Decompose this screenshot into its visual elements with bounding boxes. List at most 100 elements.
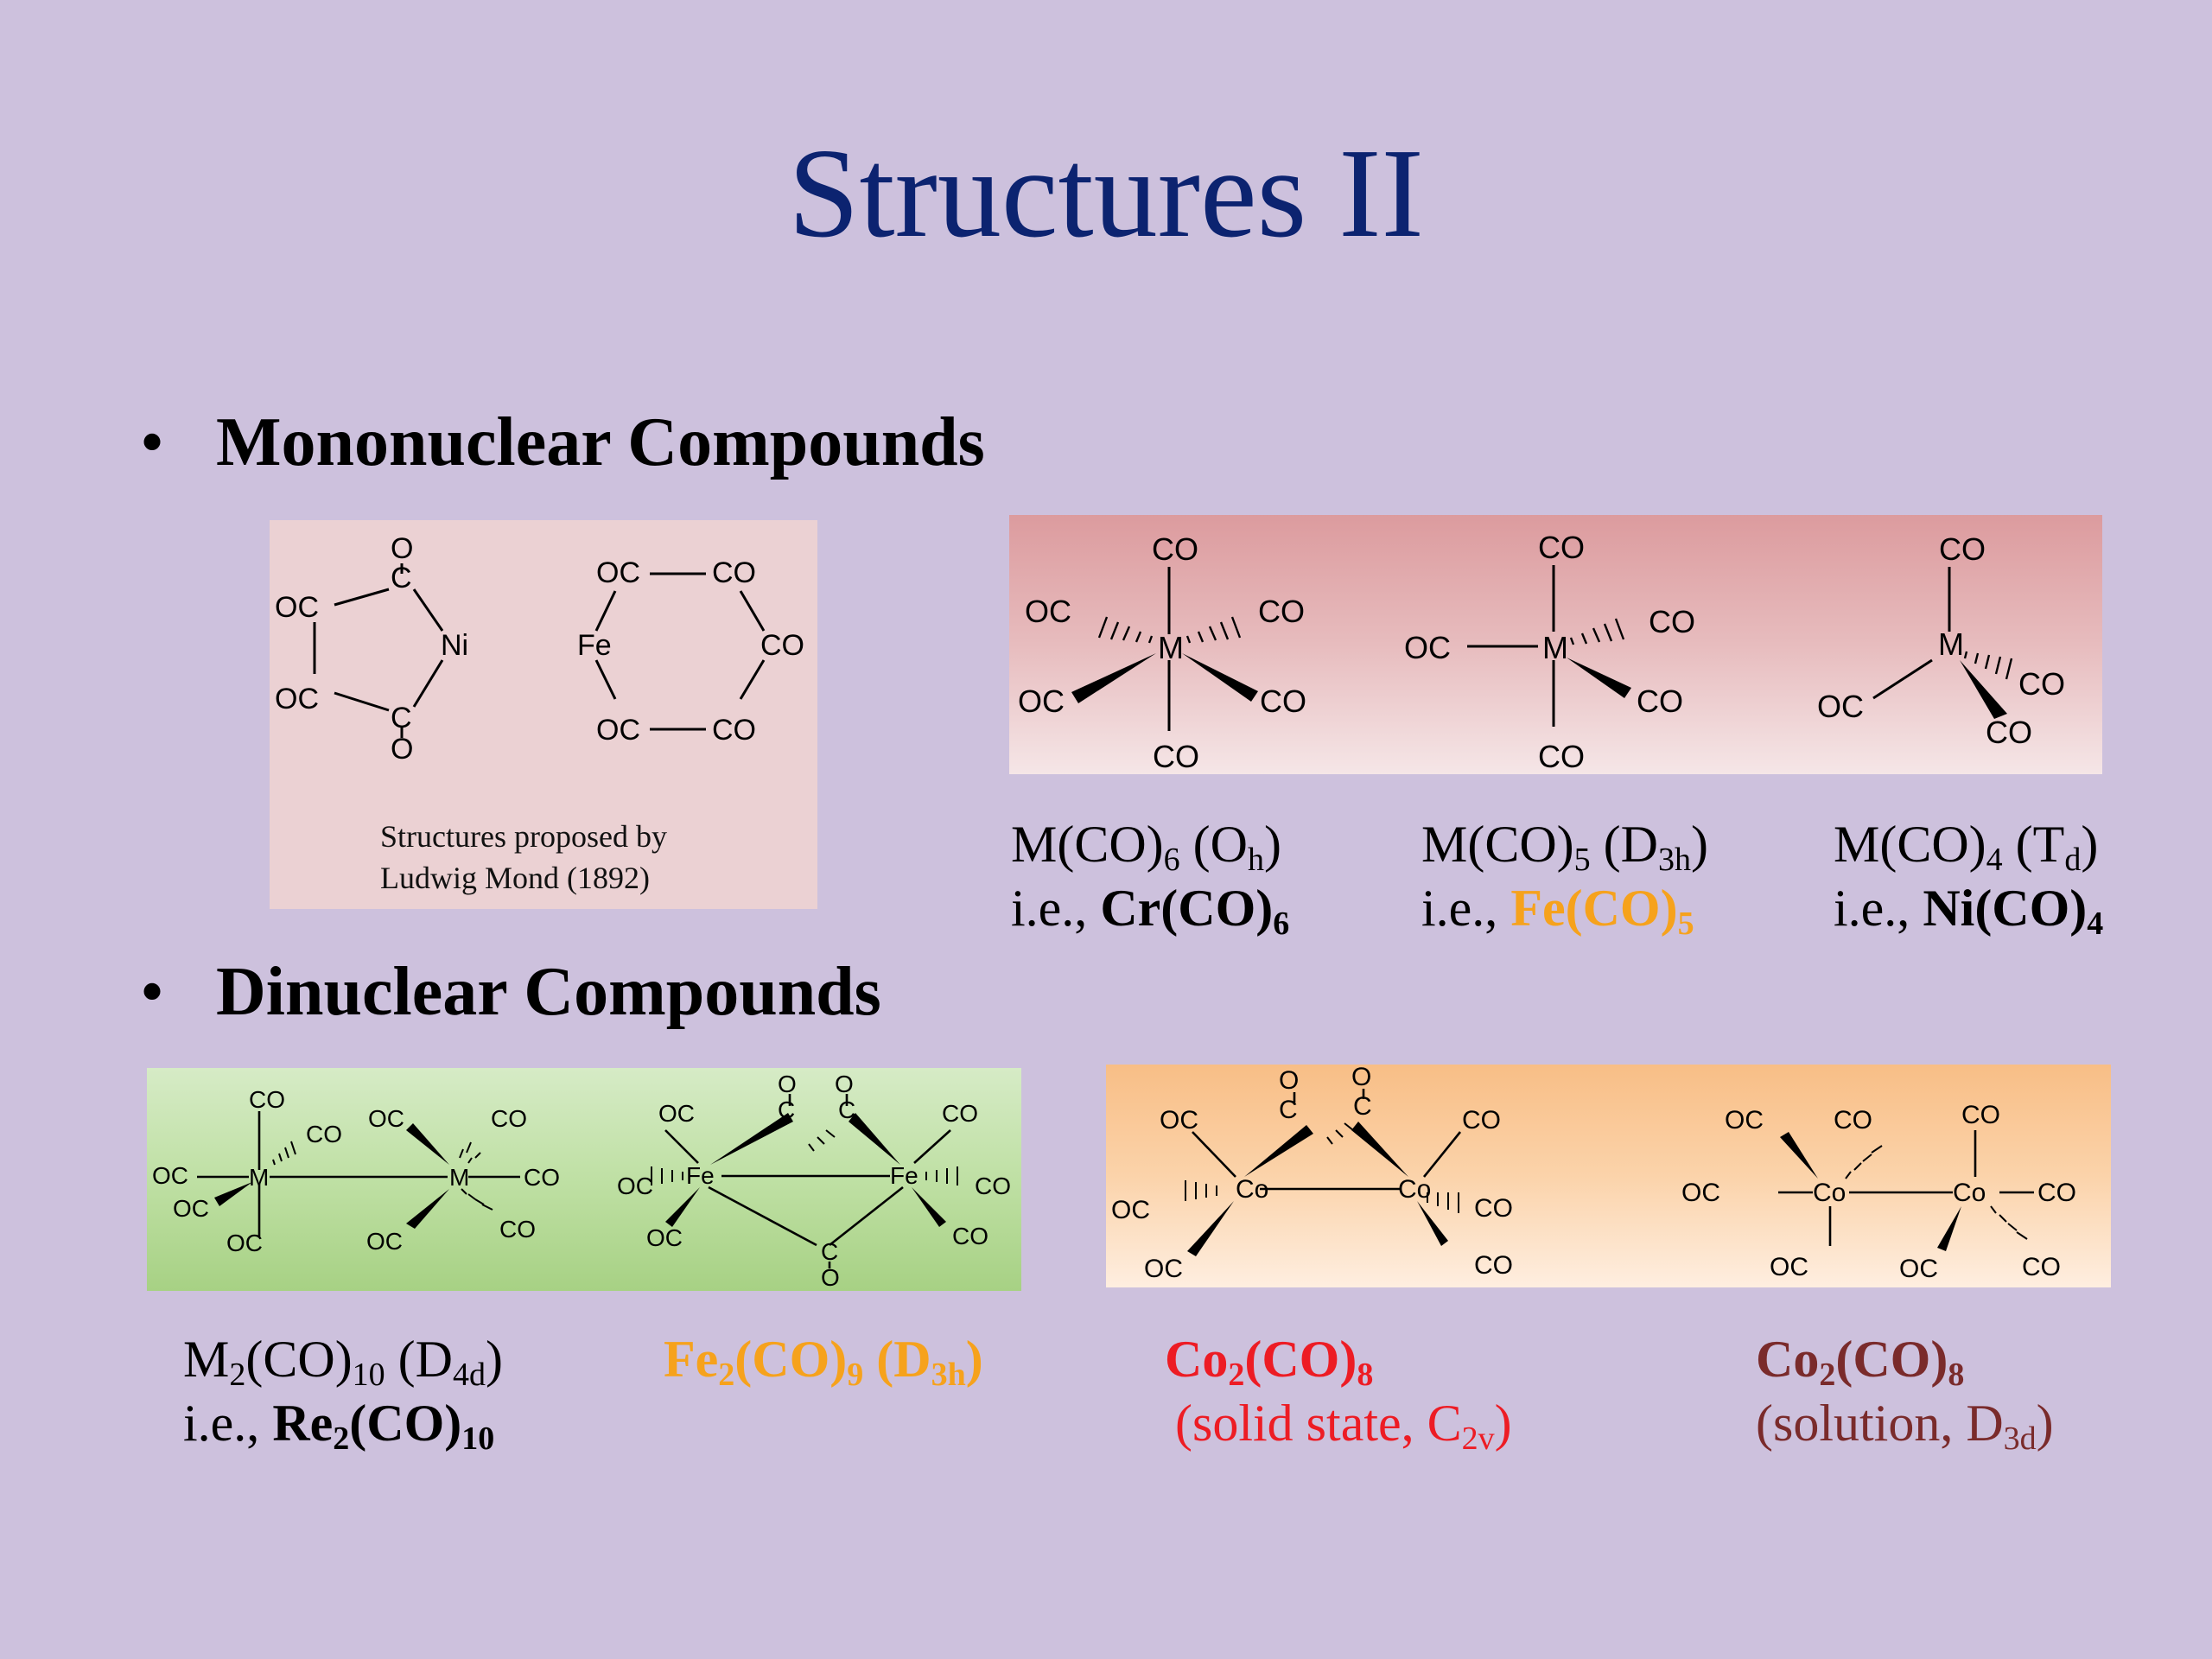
d3h-co-ur: CO	[1649, 604, 1695, 639]
coso-co-top: CO	[1961, 1101, 2000, 1129]
coso-oc-left: OC	[1681, 1179, 1720, 1207]
coso-oc-bottom: OC	[1770, 1253, 1808, 1281]
mond-oc-tl: OC	[596, 556, 640, 589]
formula-m2co10: M2(CO)10 (D4d) i.e., Re2(CO)10	[183, 1331, 503, 1457]
fe2-fe-1: Fe	[686, 1162, 715, 1189]
td-co-right: CO	[2018, 666, 2065, 702]
mond-co-tr: CO	[712, 556, 756, 589]
coso-oc-ul: OC	[1725, 1106, 1764, 1135]
fe2-co-right: CO	[975, 1173, 1011, 1199]
td-oc-left: OC	[1817, 689, 1864, 724]
coso-co-lr: CO	[2022, 1253, 2061, 1281]
formula-d3h: M(CO)5 (D3h) i.e., Fe(CO)5	[1421, 816, 1708, 942]
mond-caption-line1: Structures proposed by	[380, 819, 667, 854]
mond-caption-line2: Ludwig Mond (1892)	[380, 861, 650, 895]
coso-oc-lc: OC	[1899, 1255, 1938, 1283]
cos-co-2: Co	[1398, 1175, 1431, 1204]
bullet-marker: •	[140, 954, 165, 1030]
coso-co-right: CO	[2037, 1179, 2076, 1207]
fe2-o-bridge: O	[821, 1264, 840, 1291]
mond-fe: Fe	[577, 629, 612, 662]
formula-oh: M(CO)6 (Oh) i.e., Cr(CO)6	[1011, 816, 1290, 942]
mond-co-br: CO	[712, 714, 756, 747]
oh-oc-ll: OC	[1018, 683, 1065, 719]
mond-co-right: CO	[760, 629, 804, 662]
cos-oc-ul: OC	[1160, 1106, 1198, 1135]
oh-co-lr: CO	[1260, 683, 1306, 719]
mononuclear-structures-diagram: CO OC CO M OC CO CO CO OC M CO CO CO CO …	[1018, 530, 2065, 774]
m2-oc-ll: OC	[173, 1195, 209, 1222]
bullet-marker: •	[140, 404, 165, 480]
td-co-top: CO	[1939, 531, 1986, 567]
cos-c-2: C	[1353, 1092, 1372, 1121]
mond-structures-panel: O C OC Ni OC C O OC CO Fe CO OC CO Struc…	[270, 520, 817, 909]
cos-o-2: O	[1351, 1065, 1371, 1091]
dinuclear-structures-panel-2: O O C C OC CO OC Co Co CO OC CO OC CO CO…	[1106, 1065, 2111, 1287]
m2-metal-1: M	[249, 1164, 269, 1191]
m2-co-top: CO	[249, 1086, 285, 1113]
dinuclear-structures-diagram-2: O O C C OC CO OC Co Co CO OC CO OC CO CO…	[1111, 1065, 2076, 1283]
oh-metal: M	[1158, 630, 1184, 665]
d3h-oc-left: OC	[1404, 630, 1451, 665]
mond-structures-diagram: O C OC Ni OC C O OC CO Fe CO OC CO	[275, 532, 804, 766]
coso-co-2: Co	[1953, 1179, 1986, 1207]
fe2-co-lr: CO	[952, 1223, 988, 1249]
oh-co-top: CO	[1152, 531, 1198, 567]
mond-caption: Structures proposed by Ludwig Mond (1892…	[380, 816, 667, 899]
td-metal: M	[1938, 626, 1964, 662]
mond-c-bottom: C	[391, 702, 412, 734]
fe2-co-ur: CO	[942, 1100, 978, 1127]
fe2-oc-left: OC	[617, 1173, 653, 1199]
bullet-mononuclear-label: Mononuclear Compounds	[216, 404, 985, 480]
m2-oc-upper-2: OC	[368, 1105, 404, 1132]
slide-title: Structures II	[788, 123, 1424, 264]
fe2-o-1: O	[778, 1071, 797, 1097]
mond-c-top: C	[391, 562, 412, 594]
formula-co2co8-solid: Co2(CO)8 (solid state, C2v)	[1165, 1331, 1512, 1457]
m2-co-right: CO	[524, 1164, 560, 1191]
cos-co-ur: CO	[1462, 1106, 1501, 1135]
cos-co-lr: CO	[1474, 1251, 1513, 1280]
fe2-c-2: C	[838, 1096, 855, 1123]
mond-oc-upper: OC	[275, 591, 319, 624]
m2-metal-2: M	[449, 1164, 469, 1191]
d3h-metal: M	[1542, 630, 1568, 665]
formula-td: M(CO)4 (Td) i.e., Ni(CO)4	[1834, 816, 2104, 942]
bullet-dinuclear-label: Dinuclear Compounds	[216, 954, 881, 1030]
mond-o-bottom: O	[391, 733, 413, 766]
td-co-bottom: CO	[1986, 715, 2032, 750]
oh-oc-ul: OC	[1025, 594, 1071, 629]
cos-o-1: O	[1279, 1066, 1299, 1095]
fe2-oc-ll: OC	[646, 1224, 683, 1251]
fe2-c-1: C	[778, 1096, 795, 1123]
mond-oc-bl: OC	[596, 714, 640, 747]
cos-oc-left: OC	[1111, 1196, 1150, 1224]
fe2-o-2: O	[835, 1071, 854, 1097]
fe2-c-bridge: C	[821, 1238, 838, 1265]
formula-fe2co9: Fe2(CO)9 (D3h)	[664, 1331, 983, 1393]
m2-oc-left: OC	[152, 1162, 188, 1189]
fe2-fe-2: Fe	[890, 1162, 918, 1189]
mond-oc-lower: OC	[275, 683, 319, 715]
bullet-mononuclear: • Mononuclear Compounds	[140, 408, 985, 477]
m2-co-ur: CO	[306, 1121, 342, 1147]
oh-co-ur: CO	[1258, 594, 1305, 629]
d3h-co-bottom: CO	[1538, 739, 1585, 774]
cos-oc-ll: OC	[1144, 1255, 1183, 1283]
dinuclear-structures-panel-1: CO CO OC M OC OC OC CO M CO OC CO O O C …	[147, 1068, 1021, 1291]
formula-co2co8-solution: Co2(CO)8 (solution, D3d)	[1756, 1331, 2054, 1457]
coso-co-uc: CO	[1834, 1106, 1872, 1135]
m2-co-upper-2: CO	[491, 1105, 527, 1132]
mononuclear-structures-panel: CO OC CO M OC CO CO CO OC M CO CO CO CO …	[1009, 515, 2102, 774]
coso-co-1: Co	[1813, 1179, 1846, 1207]
cos-co-1: Co	[1236, 1175, 1268, 1204]
fe2-oc-ul: OC	[658, 1100, 695, 1127]
m2-co-lower-2: CO	[499, 1216, 536, 1243]
m2-oc-lower-2: OC	[366, 1228, 403, 1255]
mond-ni: Ni	[441, 629, 468, 662]
d3h-co-top: CO	[1538, 530, 1585, 565]
dinuclear-structures-diagram-1: CO CO OC M OC OC OC CO M CO OC CO O O C …	[152, 1071, 1011, 1291]
d3h-co-lr: CO	[1637, 683, 1683, 719]
oh-co-bottom: CO	[1153, 739, 1199, 774]
cos-co-right: CO	[1474, 1194, 1513, 1223]
